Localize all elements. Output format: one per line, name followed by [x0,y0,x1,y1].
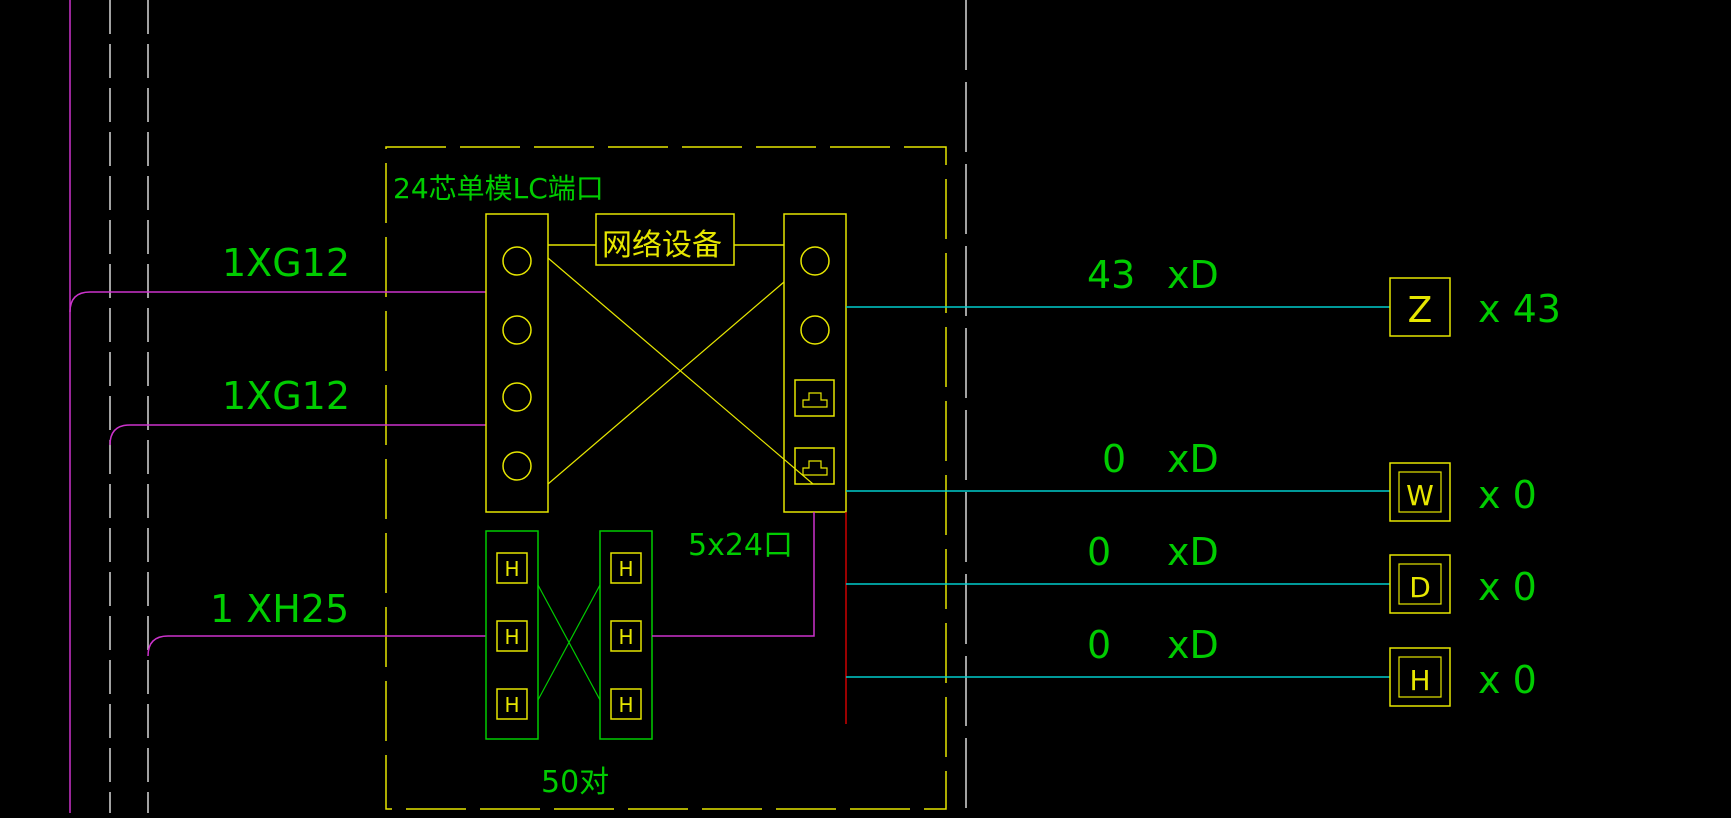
svg-text:H: H [618,693,633,717]
svg-text:H: H [504,693,519,717]
voice-module-left: H H H [485,530,539,740]
incoming-cable-1-label: 1XG12 [222,241,350,285]
outlet-count: x 0 [1478,658,1537,702]
svg-text:H: H [618,557,633,581]
outlet-box [1389,554,1451,614]
outlet-box [1389,462,1451,522]
outlet-letter: Z [1408,290,1433,331]
incoming-cable-3-label: 1 XH25 [210,587,349,631]
link-count: 43 [1087,253,1135,297]
svg-text:H: H [618,625,633,649]
outlet-count: x 43 [1478,287,1561,331]
patch-panel-right [783,213,847,513]
incoming-cable-2-label: 1XG12 [222,374,350,418]
voice-cross-lines [537,584,601,701]
voice-port-h [610,688,642,720]
network-device: 网络设备 [548,213,784,266]
svg-text:H: H [504,625,519,649]
link-count: 0 [1087,530,1111,574]
rj45-port-icon [794,379,835,417]
fiber-port-circle [502,382,532,412]
voice-module-right: H H H [599,530,653,740]
cross-connect-lines [547,257,814,485]
cabinet-frame [385,146,947,810]
incoming-cable-3: 1 XH25 [147,587,486,657]
fiber-port-circle [800,315,830,345]
fiber-port-circle [502,246,532,276]
fiber-port-circle [502,315,532,345]
rj45-port-icon [794,447,835,485]
cabinet-title: 24芯单模LC端口 [393,172,604,205]
fiber-port-circle [502,451,532,481]
voice-pairs-label: 50对 [541,765,609,800]
outgoing-link-z: 43 xD Z x 43 [846,253,1561,337]
outlet-count: x 0 [1478,473,1537,517]
outgoing-link-w: 0 xD W x 0 [846,437,1537,522]
incoming-cable-2: 1XG12 [109,374,486,446]
voice-port-h [496,688,528,720]
svg-text:H: H [504,557,519,581]
outlet-box [1389,647,1451,707]
link-count: 0 [1102,437,1126,481]
outlet-letter: D [1409,571,1431,604]
link-type: xD [1167,623,1219,667]
voice-port-h [496,552,528,584]
riser-lines [69,0,149,813]
voice-uplink-line [652,512,815,637]
fiber-patch-panel-left [485,213,549,513]
outlet-letter: W [1406,479,1434,512]
fiber-port-circle [800,246,830,276]
link-type: xD [1167,253,1219,297]
incoming-cable-1: 1XG12 [69,241,486,313]
outgoing-link-h: 0 xD H x 0 [846,623,1537,707]
outgoing-link-d: 0 xD D x 0 [846,530,1537,614]
voice-port-h [610,552,642,584]
voice-port-h [610,620,642,652]
network-device-label: 网络设备 [602,228,722,263]
patch-port-label: 5x24口 [688,528,793,563]
outlet-box [1389,277,1451,337]
voice-port-h [496,620,528,652]
link-count: 0 [1087,623,1111,667]
outlet-letter: H [1409,664,1430,697]
outlet-count: x 0 [1478,565,1537,609]
link-type: xD [1167,530,1219,574]
link-type: xD [1167,437,1219,481]
